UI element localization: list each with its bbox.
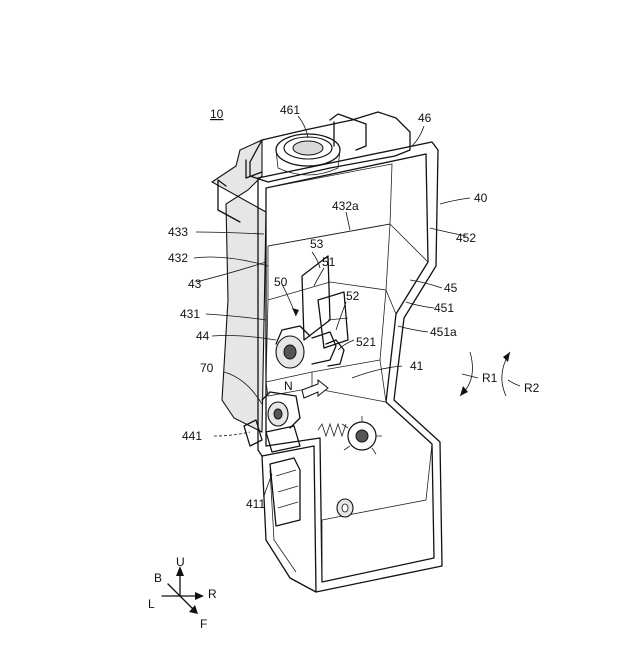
label-431: 431 <box>180 307 200 321</box>
label-43: 43 <box>188 277 202 291</box>
label-411: 411 <box>246 497 265 511</box>
label-44: 44 <box>196 329 210 343</box>
label-45: 45 <box>444 281 458 295</box>
label-70: 70 <box>200 361 214 375</box>
shutter-70 <box>262 392 300 428</box>
agitator-50 <box>276 256 348 368</box>
label-451a: 451a <box>430 325 457 339</box>
container-40 <box>212 112 442 592</box>
arrow-N <box>302 380 328 398</box>
label-432a: 432a <box>332 199 359 213</box>
axis-front-label: F <box>200 617 207 631</box>
label-433: 433 <box>168 225 188 239</box>
axis-up-label: U <box>176 555 185 569</box>
label-40: 40 <box>474 191 488 205</box>
label-N: N <box>284 379 293 393</box>
label-50: 50 <box>274 275 288 289</box>
label-52: 52 <box>346 289 360 303</box>
label-432: 432 <box>168 251 188 265</box>
axis-left-label: L <box>148 597 155 611</box>
label-452: 452 <box>456 231 476 245</box>
label-51: 51 <box>322 255 336 269</box>
label-53: 53 <box>310 237 324 251</box>
label-521: 521 <box>356 335 376 349</box>
figure-ref-label: 10 <box>210 107 224 121</box>
label-R1: R1 <box>482 371 498 385</box>
cap-461 <box>276 134 340 175</box>
axis-right-label: R <box>208 587 217 601</box>
label-451: 451 <box>434 301 454 315</box>
label-R2: R2 <box>524 381 540 395</box>
label-441: 441 <box>182 429 202 443</box>
reference-labels: 10 461 46 40 432a 433 452 53 432 51 43 5… <box>148 103 540 631</box>
axis-back-label: B <box>154 571 162 585</box>
label-461: 461 <box>280 103 300 117</box>
label-46: 46 <box>418 111 432 125</box>
direction-axes <box>162 566 204 614</box>
label-41: 41 <box>410 359 424 373</box>
